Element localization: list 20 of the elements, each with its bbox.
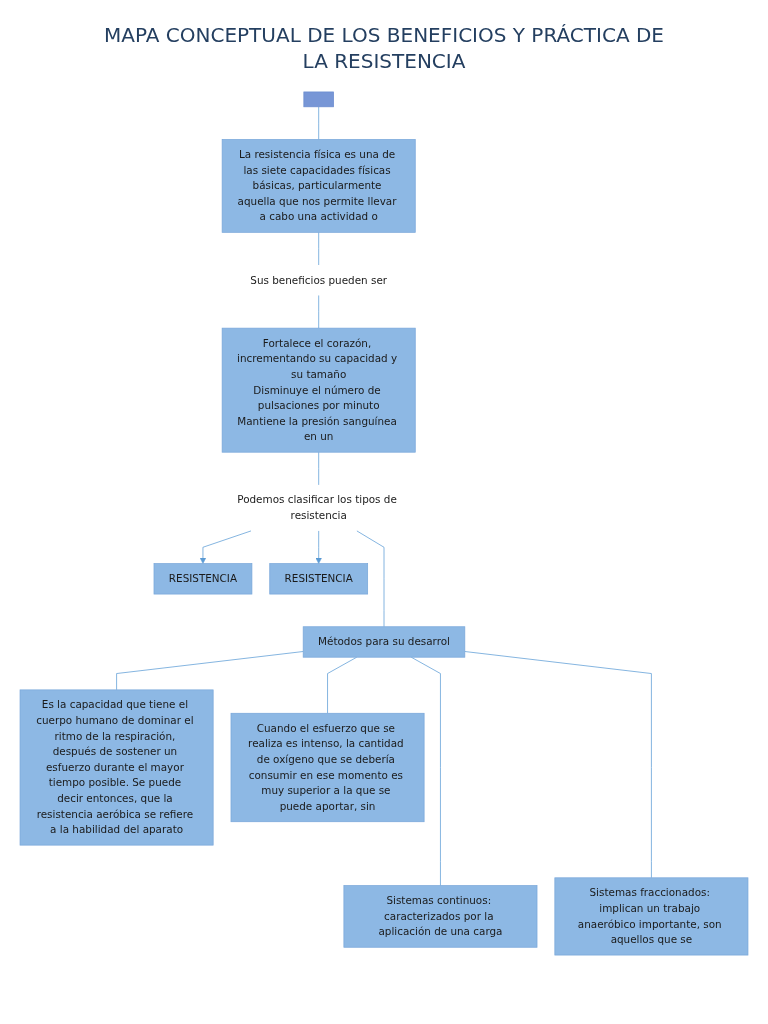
connector xyxy=(464,651,652,879)
node-box: Sistemas fraccionados: implican un trabajo anaeróbico importante, son aquellos que se xyxy=(554,877,749,956)
node-box: Métodos para su desarrol xyxy=(302,626,466,658)
connector xyxy=(356,530,385,628)
node-box: Es la capacidad que tiene el cuerpo humano de dominar el ritmo de la respiración, después de sostener un esfuerzo durante el mayor tiempo posible. Se puede decir entonces, que la resistencia aeróbica se refiere a la habilidad del aparato xyxy=(19,689,214,846)
node-box: La resistencia física es una de las siete capacidades físicas básicas, particularmente aquella que nos permite llevar a cabo una actividad o xyxy=(221,139,416,233)
node-box: Fortalece el corazón, incrementando su capacidad y su tamaño Disminuye el número de pulsaciones por minuto Mantiene la presión sanguínea en un xyxy=(221,327,416,453)
title: MAPA CONCEPTUAL DE LOS BENEFICIOS Y PRÁCTICA DE LA RESISTENCIA xyxy=(103,22,665,74)
node-box: RESISTENCIA xyxy=(269,563,369,595)
node-text: Sus beneficios pueden ser xyxy=(250,273,388,286)
connector xyxy=(116,651,304,691)
node-text: Podemos clasificar los tipos de resistencia xyxy=(237,493,397,522)
node-box: Sistemas continuos: caracterizados por la aplicación de una carga xyxy=(343,885,538,948)
node-box xyxy=(303,91,334,108)
connector xyxy=(318,106,320,140)
connector xyxy=(318,451,320,486)
connector xyxy=(318,295,320,329)
node-box: Cuando el esfuerzo que se realiza es intenso, la cantidad de oxígeno que se debería consumir en ese momento es muy superior a la que se puede aportar, sin xyxy=(230,712,425,823)
connector xyxy=(318,231,320,266)
node-box: RESISTENCIA xyxy=(153,563,253,595)
